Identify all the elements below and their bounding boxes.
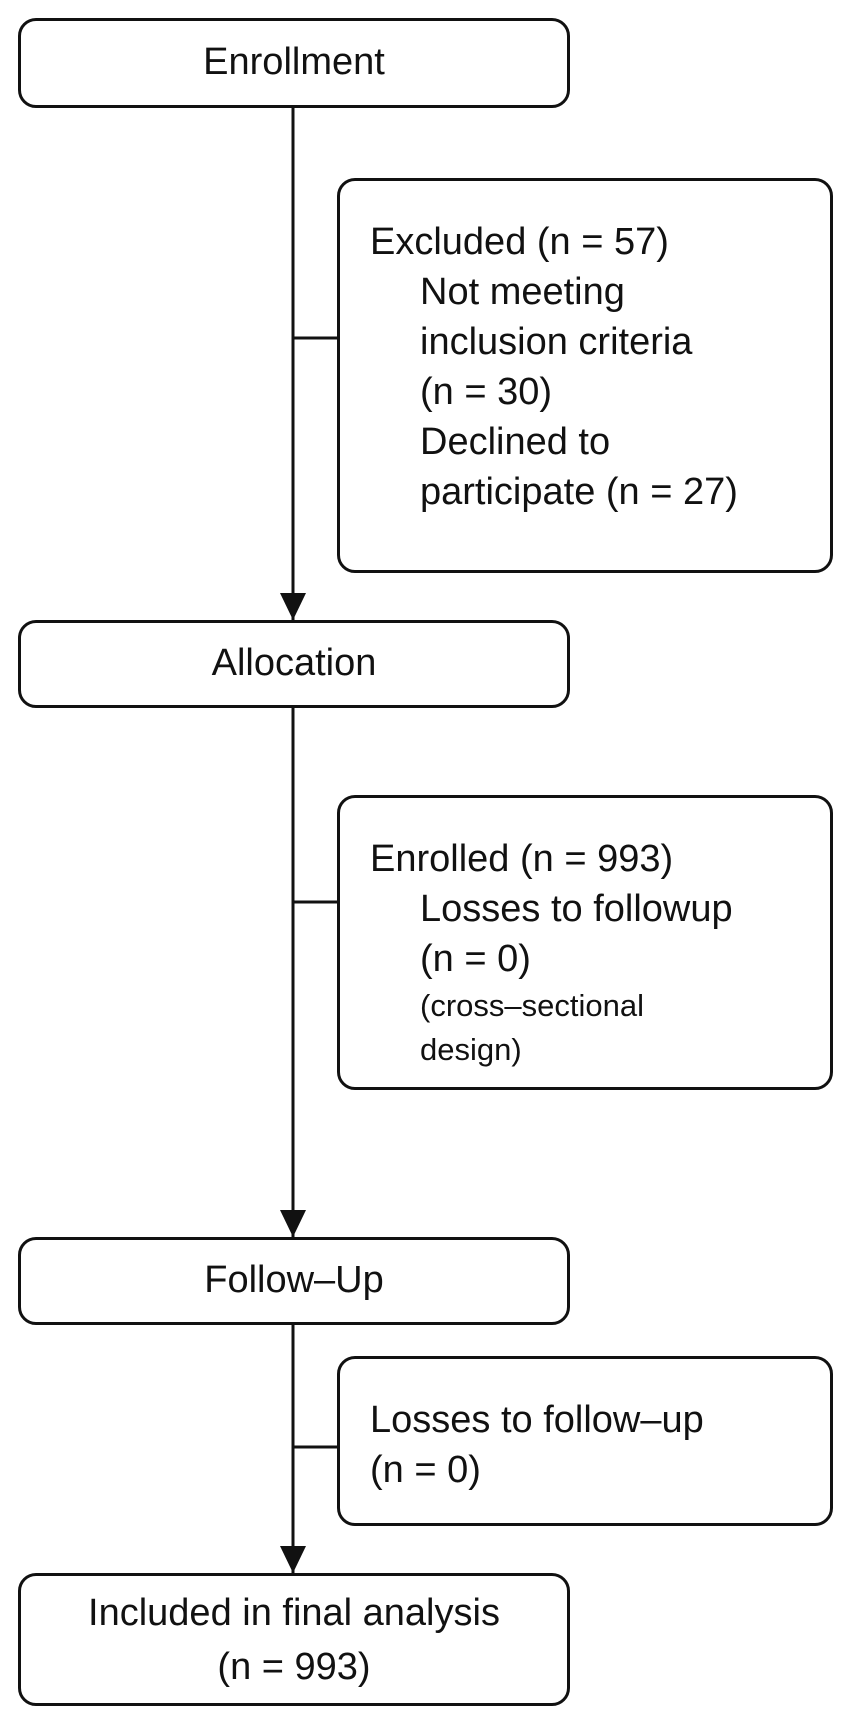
excluded-box: Excluded (n = 57) Not meeting inclusion …: [337, 178, 833, 573]
enrolled-losses-line-1: Losses to followup: [420, 888, 733, 930]
followup-label: Follow–Up: [204, 1259, 384, 1302]
arrowhead-followup: [280, 1210, 306, 1237]
enrolled-box: Enrolled (n = 993) Losses to followup (n…: [337, 795, 833, 1090]
declined-line-1: Declined to: [420, 421, 611, 463]
enrolled-heading: Enrolled (n = 993): [370, 838, 674, 880]
not-meeting-count: (n = 30): [420, 371, 553, 413]
final-analysis-box: Included in final analysis (n = 993): [18, 1573, 570, 1706]
followup-box: Follow–Up: [18, 1237, 570, 1325]
allocation-box: Allocation: [18, 620, 570, 708]
excluded-heading: Excluded (n = 57): [370, 221, 669, 263]
losses-line-1: Losses to follow–up: [370, 1399, 704, 1441]
declined-line-2: participate (n = 27): [420, 471, 738, 513]
enrollment-box: Enrollment: [18, 18, 570, 108]
losses-count: (n = 0): [370, 1449, 481, 1491]
enrollment-label: Enrollment: [203, 41, 385, 84]
losses-box: Losses to follow–up (n = 0): [337, 1356, 833, 1526]
not-meeting-line-1: Not meeting: [420, 271, 625, 313]
design-note-line-1: (cross–sectional: [420, 988, 644, 1023]
design-note-line-2: design): [420, 1032, 522, 1067]
enrolled-losses-count: (n = 0): [420, 938, 531, 980]
not-meeting-line-2: inclusion criteria: [420, 321, 693, 363]
allocation-label: Allocation: [211, 642, 377, 685]
arrowhead-final: [280, 1546, 306, 1573]
arrowhead-allocation: [280, 593, 306, 620]
final-analysis-count: (n = 993): [217, 1645, 371, 1688]
final-analysis-label: Included in final analysis: [88, 1591, 500, 1634]
